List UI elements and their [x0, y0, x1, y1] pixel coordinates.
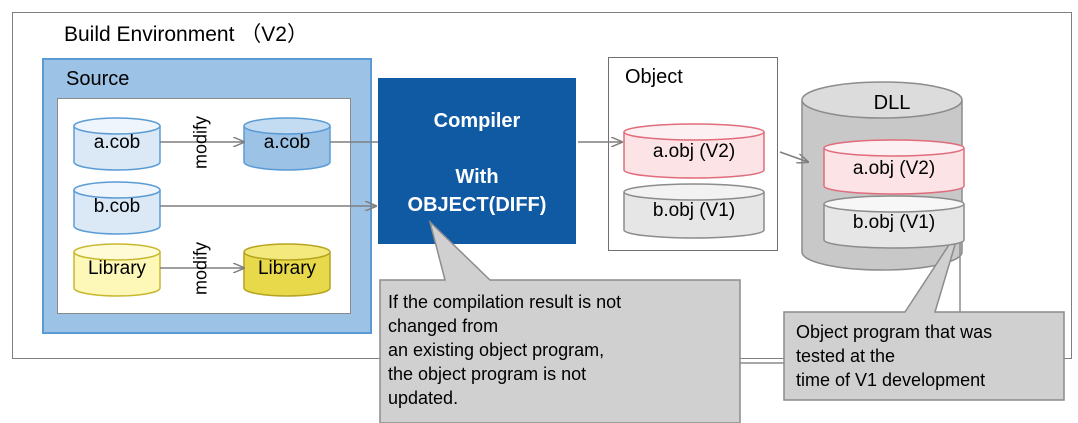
object-title: Object [625, 66, 683, 88]
cylinder-body [243, 252, 331, 297]
compile-note-line: updated. [388, 388, 459, 408]
cylinder-body [823, 204, 965, 249]
cylinder-body [623, 192, 765, 239]
cylinder-body [73, 252, 161, 297]
dll-item-label: b.obj (V1) [852, 212, 936, 233]
v1-note-text: Object program that was tested at the ti… [796, 320, 992, 392]
v1-note-line: time of V1 development [796, 370, 986, 390]
source-title: Source [66, 68, 130, 90]
cylinder-top [73, 181, 161, 199]
cylinder-body [73, 190, 161, 235]
modified-file-label: a.cob [263, 132, 311, 153]
compiler-option-line2: OBJECT(DIFF) [407, 194, 547, 216]
cylinder-top [243, 117, 331, 135]
object-item-label: b.obj (V1) [652, 200, 736, 221]
cylinder-top [623, 183, 765, 201]
cylinder-top [243, 243, 331, 261]
object-aobj-cylinder [623, 123, 765, 179]
dll-bobj-cylinder [823, 195, 965, 249]
source-file-label: Library [87, 258, 147, 279]
compile-note-callout [379, 219, 741, 423]
compiler-title: Compiler [433, 110, 521, 132]
cylinder-top [823, 139, 965, 157]
compile-note-text: If the compilation result is not changed… [388, 290, 621, 410]
cylinder-top [73, 243, 161, 261]
source-file-bcob-cylinder [73, 181, 161, 235]
modified-acob-cylinder [243, 117, 331, 171]
v1-note-callout [783, 227, 1065, 401]
object-item-label: a.obj (V2) [652, 141, 736, 162]
cylinder-top [73, 117, 161, 135]
v1-note-line: Object program that was [796, 322, 993, 342]
source-file-label: b.cob [93, 196, 141, 217]
compile-note-line: If the compilation result is not [388, 292, 622, 312]
modify-label: modify [190, 116, 211, 170]
source-file-acob-cylinder [73, 117, 161, 171]
cylinder-top [823, 195, 965, 213]
modified-file-label: Library [257, 258, 317, 279]
v1-note-line: tested at the [796, 346, 896, 366]
cylinder-body [243, 126, 331, 171]
cylinder-body [623, 132, 765, 179]
object-bobj-cylinder [623, 183, 765, 239]
source-file-label: a.cob [93, 132, 141, 153]
cylinder-body [823, 148, 965, 195]
dll-title: DLL [873, 92, 911, 114]
modified-library-cylinder [243, 243, 331, 297]
compile-note-line: the object program is not [388, 364, 587, 384]
dll-item-label: a.obj (V2) [852, 158, 936, 179]
modify-label: modify [190, 242, 211, 296]
compiler-box: Compiler With OBJECT(DIFF) [378, 78, 576, 244]
source-file-library-cylinder [73, 243, 161, 297]
cylinder-body [73, 126, 161, 171]
dll-aobj-cylinder [823, 139, 965, 195]
cylinder-top [623, 123, 765, 141]
compile-note-line: changed from [388, 316, 499, 336]
object-to-dll-arrow [779, 151, 808, 162]
build-environment-title: Build Environment （V2） [64, 23, 308, 46]
compiler-option-line1: With [455, 166, 499, 188]
compile-note-line: an existing object program, [388, 340, 605, 360]
